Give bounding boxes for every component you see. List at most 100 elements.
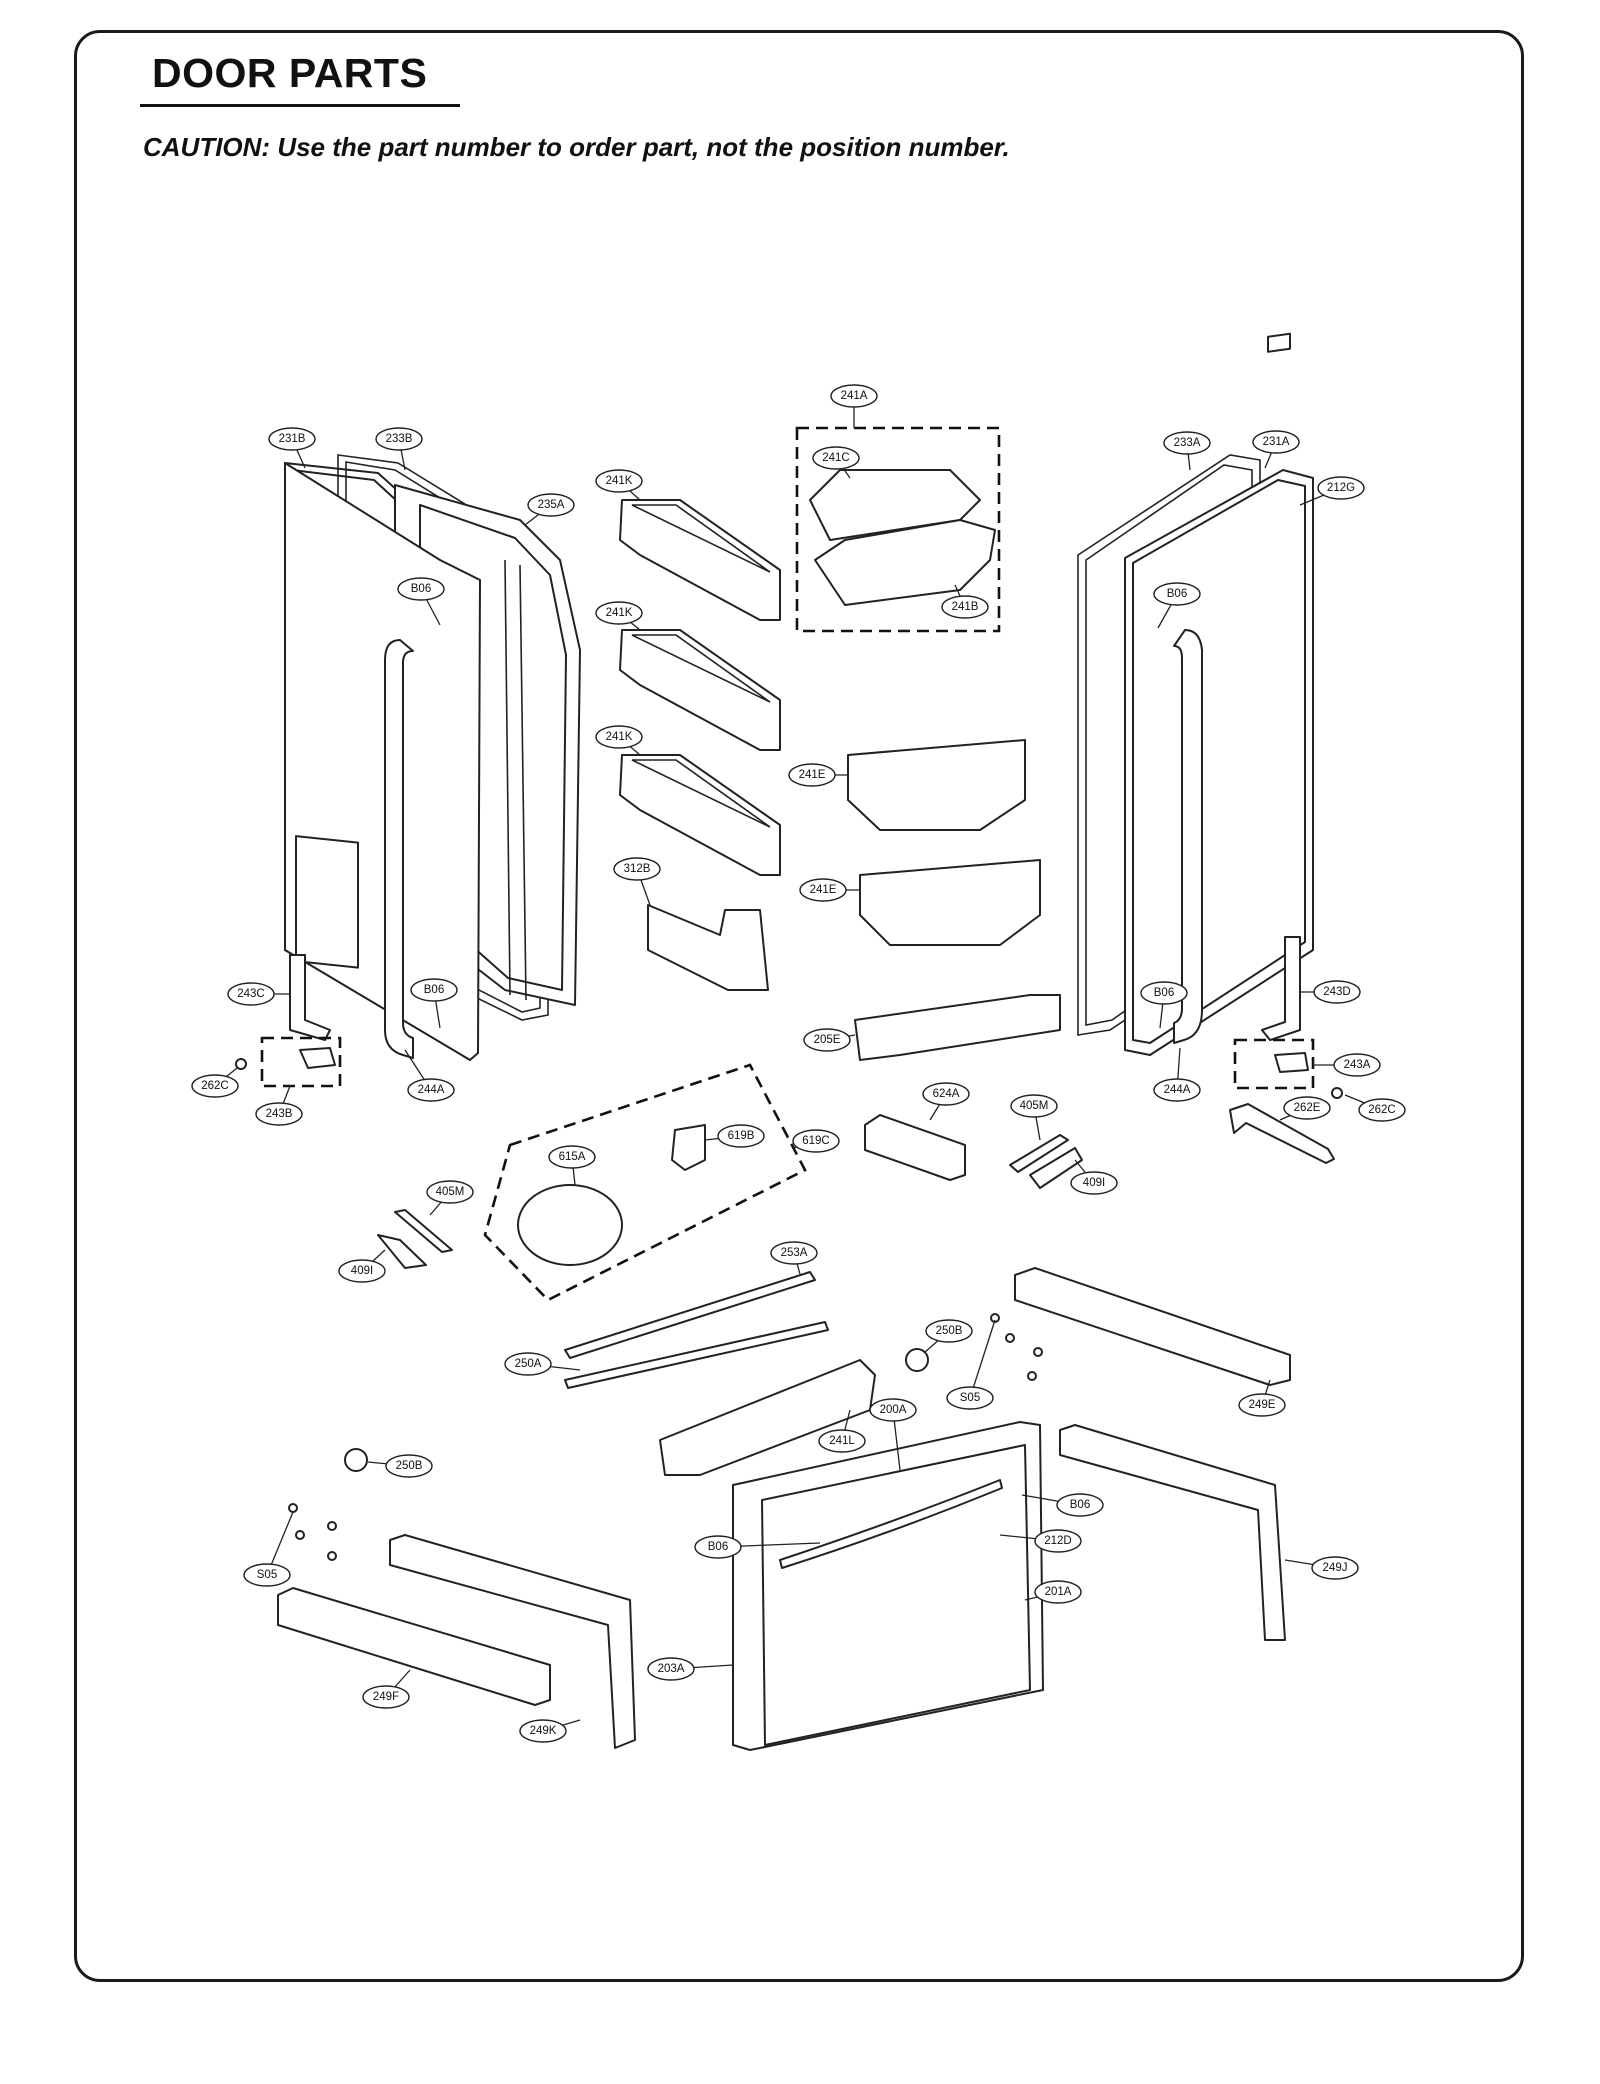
callout-label: 615A bbox=[559, 1151, 586, 1163]
door-bin-241k-3 bbox=[619, 754, 781, 876]
callout-label: 624A bbox=[933, 1088, 960, 1100]
callout-250b-2: 250B bbox=[367, 1454, 433, 1478]
gear-250b-2 bbox=[344, 1448, 368, 1472]
callout-label: B06 bbox=[1070, 1499, 1090, 1511]
hinge-243b bbox=[299, 1047, 336, 1069]
callout-bubble bbox=[694, 1535, 742, 1559]
callout-label: 212D bbox=[1044, 1535, 1072, 1547]
callout-bubble bbox=[799, 878, 847, 902]
callout-bubble bbox=[191, 1074, 239, 1098]
callout-bubble bbox=[717, 1124, 765, 1148]
callout-bubble bbox=[818, 1429, 866, 1453]
callout-label: 233A bbox=[1174, 437, 1201, 449]
group-243b bbox=[260, 1036, 342, 1088]
callout-249f: 249F bbox=[362, 1669, 411, 1709]
callout-label: 262E bbox=[1294, 1102, 1321, 1114]
callout-241e-1: 241E bbox=[788, 763, 848, 787]
callout-bubble bbox=[1034, 1580, 1082, 1604]
callout-bubble bbox=[1358, 1098, 1406, 1122]
callout-label: 243D bbox=[1323, 986, 1351, 998]
callout-label: 243A bbox=[1344, 1059, 1371, 1071]
callout-label: 241K bbox=[606, 607, 633, 619]
callout-label: 619C bbox=[802, 1135, 830, 1147]
callout-label: 405M bbox=[1020, 1100, 1049, 1112]
callout-label: 409I bbox=[351, 1265, 373, 1277]
callout-label: 201A bbox=[1045, 1586, 1072, 1598]
callout-250b-1: 250B bbox=[924, 1319, 973, 1353]
callout-619c: 619C bbox=[792, 1129, 840, 1153]
callout-bubble bbox=[426, 1180, 474, 1204]
callout-label: S05 bbox=[257, 1569, 277, 1581]
callout-bubble bbox=[548, 1145, 596, 1169]
callout-bubble bbox=[504, 1352, 552, 1376]
callout-b06-4: B06 bbox=[1140, 981, 1188, 1029]
callout-label: 253A bbox=[781, 1247, 808, 1259]
callout-bubble bbox=[922, 1082, 970, 1106]
callout-bubble bbox=[1238, 1393, 1286, 1417]
callout-label: 244A bbox=[418, 1084, 445, 1096]
callout-bubble bbox=[397, 577, 445, 601]
callout-bubble bbox=[1313, 980, 1361, 1004]
callout-241k-3: 241K bbox=[595, 725, 643, 756]
hinge-243a bbox=[1274, 1052, 1309, 1073]
callout-bubble bbox=[1034, 1529, 1082, 1553]
callout-244a-2: 244A bbox=[1153, 1047, 1201, 1102]
callout-label: 241C bbox=[822, 452, 850, 464]
callout-b06-1: B06 bbox=[397, 577, 445, 626]
callout-b06-3: B06 bbox=[1153, 582, 1201, 629]
callout-label: B06 bbox=[708, 1541, 728, 1553]
callout-label: B06 bbox=[1167, 588, 1187, 600]
callout-label: 231B bbox=[279, 433, 306, 445]
callout-405m-2: 405M bbox=[1010, 1094, 1058, 1141]
callout-253a: 253A bbox=[770, 1241, 818, 1275]
callout-label: B06 bbox=[424, 984, 444, 996]
wrench-262e bbox=[1229, 1103, 1335, 1164]
callout-label: 241K bbox=[606, 731, 633, 743]
bin-205e bbox=[854, 994, 1061, 1061]
callout-bubble bbox=[268, 427, 316, 451]
callout-312b: 312B bbox=[613, 857, 661, 906]
callout-212d: 212D bbox=[999, 1529, 1082, 1553]
callout-241k-2: 241K bbox=[595, 601, 643, 631]
callout-619b: 619B bbox=[704, 1124, 765, 1148]
callout-243a: 243A bbox=[1313, 1053, 1381, 1077]
callout-bubble bbox=[595, 469, 643, 493]
callout-231b: 231B bbox=[268, 427, 316, 469]
basket-241l bbox=[659, 1359, 876, 1476]
hinge-243d bbox=[1261, 936, 1301, 1041]
screw-set-s05-2 bbox=[288, 1503, 337, 1561]
callout-bubble bbox=[595, 601, 643, 625]
callout-409i-2: 409I bbox=[1070, 1159, 1118, 1195]
callout-243d: 243D bbox=[1300, 980, 1361, 1004]
right-door bbox=[1077, 332, 1314, 1056]
rail-405m-1 bbox=[394, 1209, 453, 1253]
screw-set-s05-1 bbox=[990, 1313, 1043, 1381]
bracket-312b bbox=[647, 904, 769, 991]
callout-bubble bbox=[941, 595, 989, 619]
callout-label: 241E bbox=[810, 884, 837, 896]
slide-bracket-249k bbox=[389, 1534, 636, 1749]
callout-label: 312B bbox=[624, 863, 651, 875]
callout-bubble bbox=[519, 1719, 567, 1743]
callout-243b: 243B bbox=[255, 1085, 303, 1126]
drawer-handle-212d bbox=[779, 1479, 1003, 1569]
callout-624a: 624A bbox=[922, 1082, 970, 1121]
callout-label: 241A bbox=[841, 390, 868, 402]
callout-bubble bbox=[1070, 1171, 1118, 1195]
callout-b06-2: B06 bbox=[410, 978, 458, 1029]
callout-405m-1: 405M bbox=[426, 1180, 474, 1216]
callout-b06-6: B06 bbox=[694, 1535, 821, 1559]
callout-409i-1: 409I bbox=[338, 1249, 386, 1283]
callout-bubble bbox=[803, 1028, 851, 1052]
callout-bubble bbox=[647, 1657, 695, 1681]
callout-262e: 262E bbox=[1279, 1096, 1331, 1121]
callout-s05-2: S05 bbox=[243, 1511, 294, 1587]
callout-bubble bbox=[243, 1563, 291, 1587]
callout-bubble bbox=[1010, 1094, 1058, 1118]
group-243a bbox=[1233, 1038, 1315, 1090]
washer-262c-2 bbox=[1331, 1087, 1343, 1099]
callout-241b: 241B bbox=[941, 584, 989, 619]
callout-label: 249J bbox=[1323, 1562, 1348, 1574]
callout-label: 231A bbox=[1263, 436, 1290, 448]
